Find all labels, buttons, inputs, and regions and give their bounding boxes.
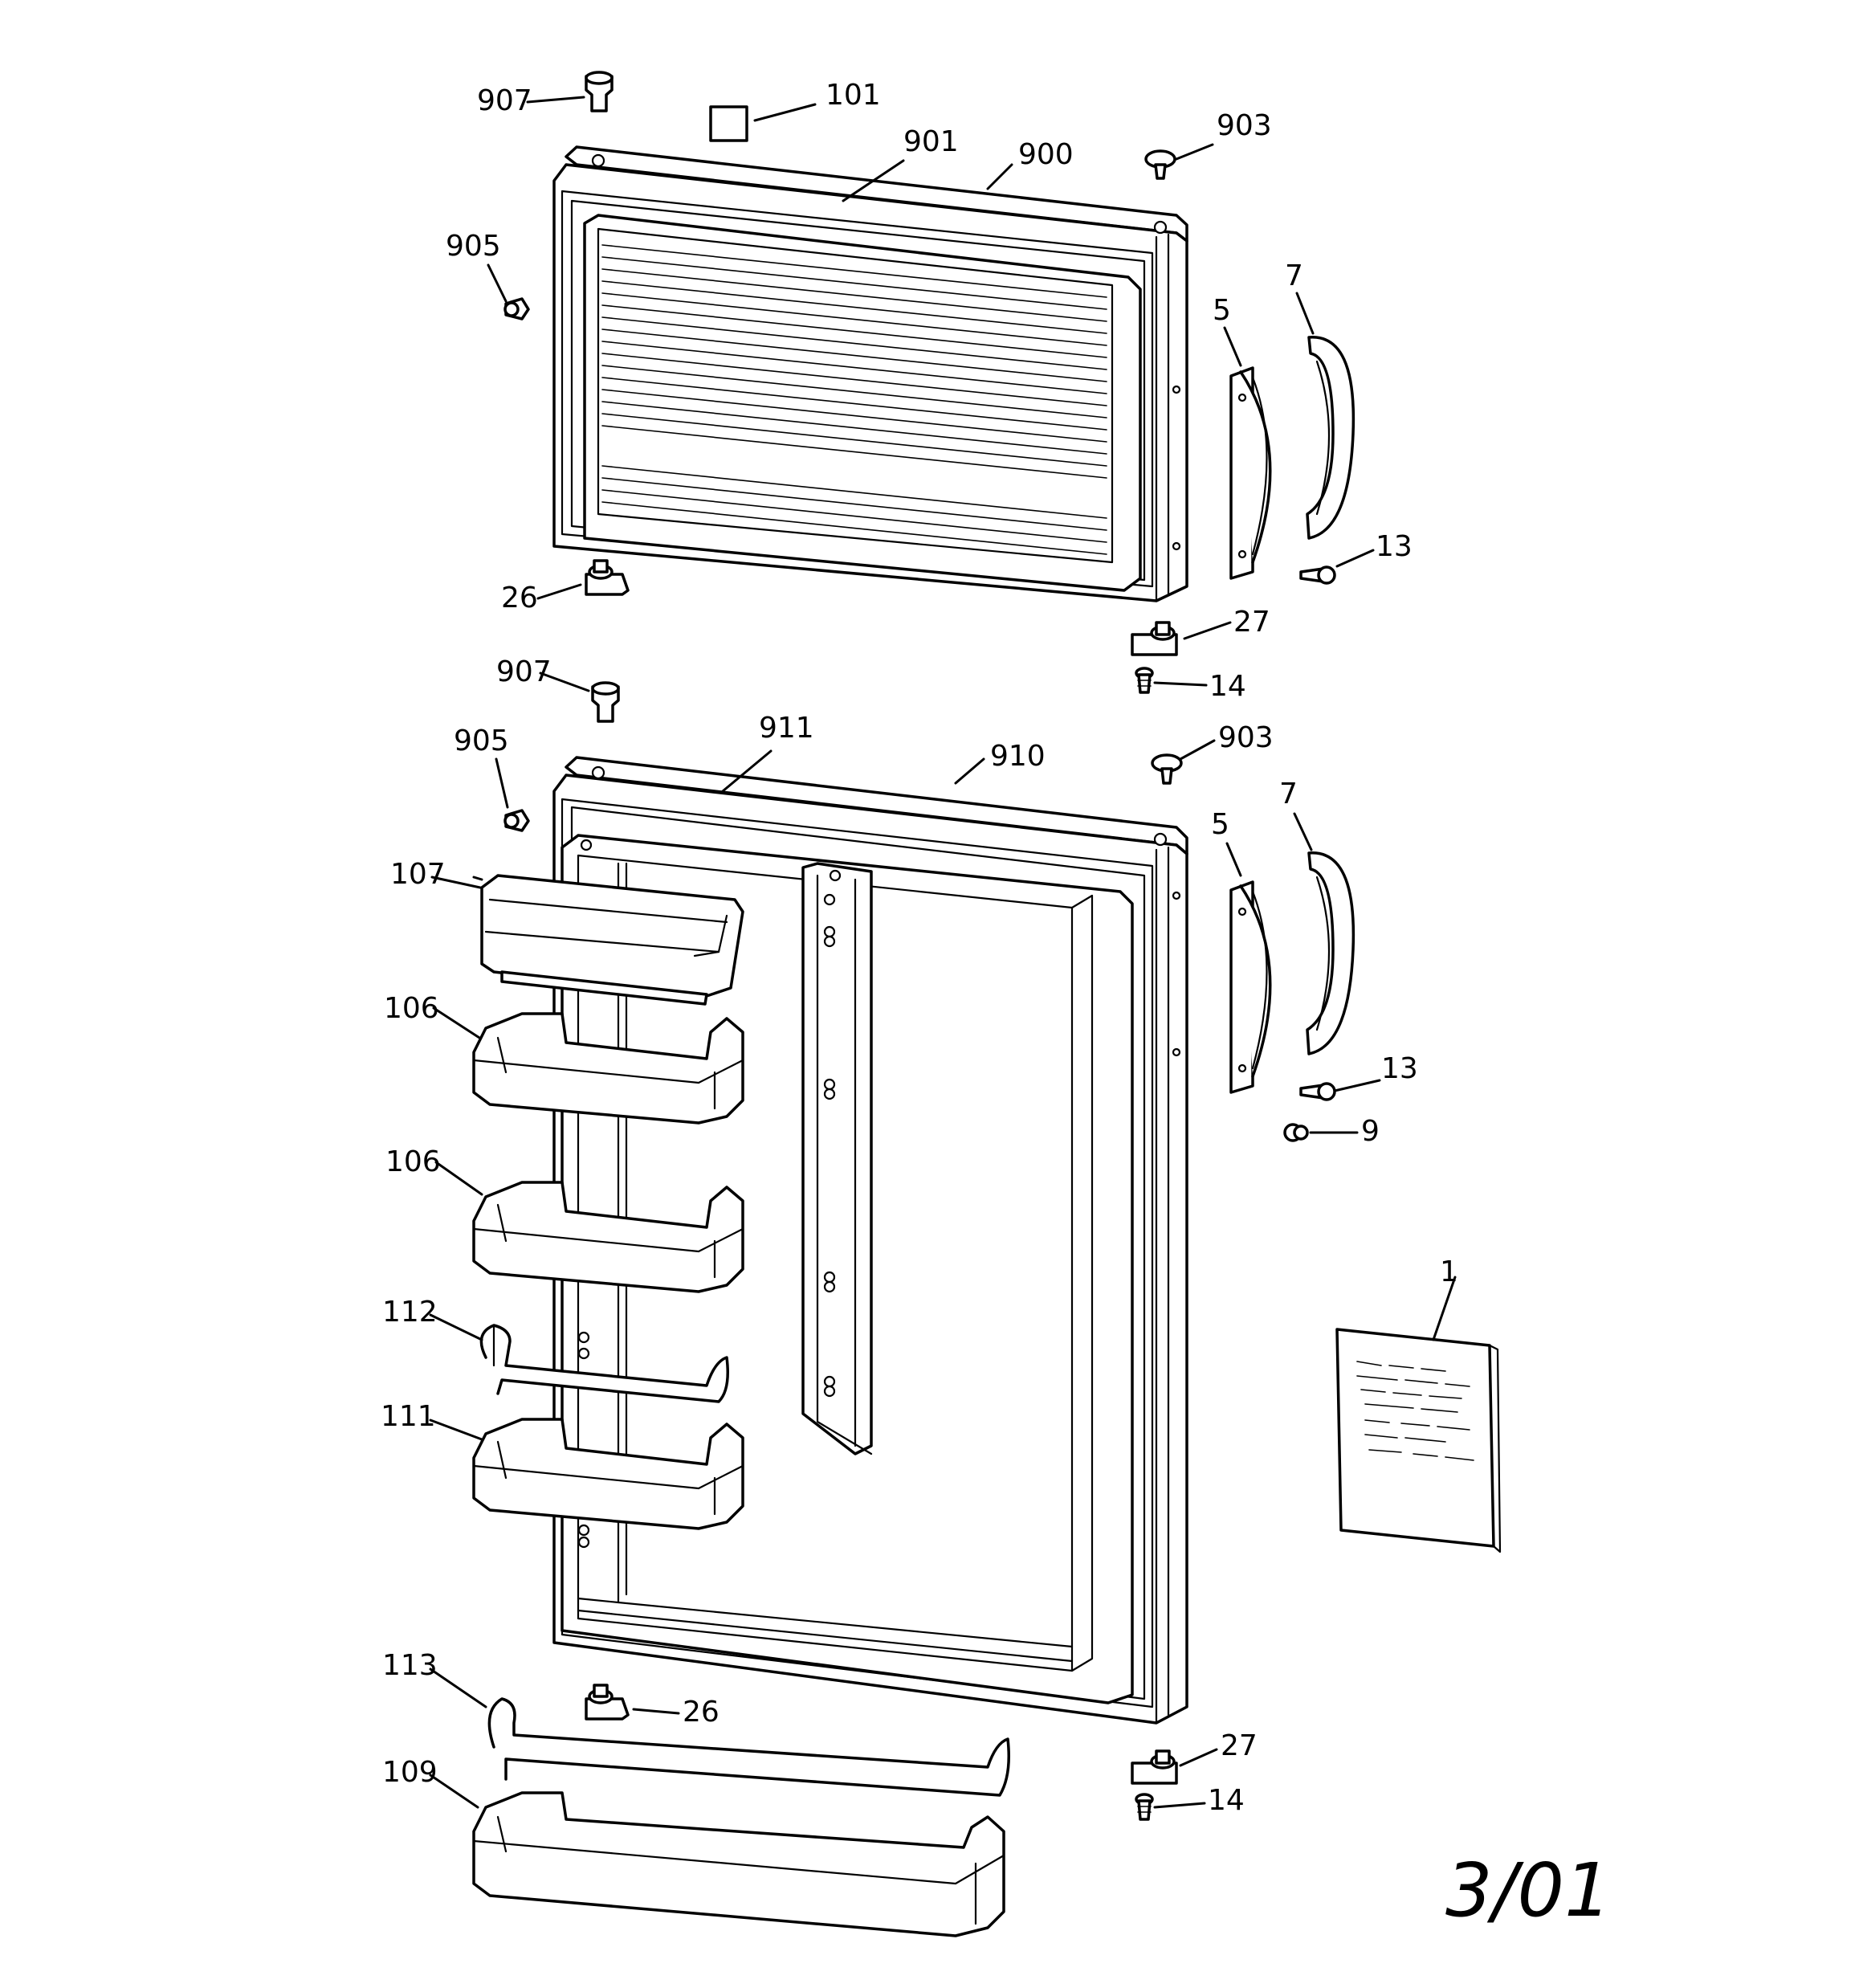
handle-5-top-icon — [1229, 366, 1272, 580]
callout-9: 9 — [1361, 1115, 1380, 1148]
pin-905-bottom-icon — [503, 809, 530, 832]
callout-106-lower: 106 — [385, 1145, 441, 1178]
callout-903-top: 903 — [1217, 109, 1272, 142]
callout-7-bottom: 7 — [1279, 778, 1298, 810]
screw-14-top-icon — [1135, 667, 1154, 694]
shelf-bar-112-icon — [479, 1324, 729, 1403]
door-bin-106-lower-icon — [472, 1181, 744, 1293]
revision-stamp: 3/01 — [1445, 1847, 1612, 1933]
callout-905-top: 905 — [446, 230, 501, 263]
callout-106-upper: 106 — [384, 992, 439, 1025]
callout-5-bottom: 5 — [1211, 808, 1229, 841]
owners-manual-1-icon — [1335, 1328, 1502, 1553]
callout-101: 101 — [826, 79, 881, 112]
callout-907-top: 907 — [477, 84, 532, 117]
callout-13-top: 13 — [1376, 530, 1413, 563]
callout-13-bottom: 13 — [1381, 1052, 1418, 1085]
callout-903-bottom: 903 — [1218, 721, 1274, 754]
hinge-27-bottom-icon — [1131, 1749, 1178, 1785]
shelf-bar-113-icon — [487, 1697, 1010, 1797]
callout-910: 910 — [990, 740, 1046, 773]
door-bin-109-icon — [472, 1791, 1005, 1937]
freezer-panel-hatching — [601, 244, 1107, 555]
door-bin-106-upper-icon — [472, 1012, 744, 1125]
screw-13-bottom-icon — [1299, 1082, 1336, 1101]
callout-leaders — [429, 96, 1457, 1809]
callout-107: 107 — [390, 858, 446, 891]
callout-113: 113 — [382, 1649, 438, 1682]
screw-13-top-icon — [1299, 565, 1336, 585]
callout-26-top: 26 — [501, 582, 538, 614]
callout-111: 111 — [381, 1400, 436, 1433]
callout-1: 1 — [1440, 1255, 1458, 1288]
callout-27-bottom: 27 — [1221, 1729, 1258, 1762]
callout-27-top: 27 — [1233, 606, 1270, 639]
handle-7-top-icon — [1306, 336, 1355, 540]
callout-907-bottom: 907 — [496, 655, 552, 688]
washer-9-icon — [1283, 1123, 1309, 1142]
callout-901: 901 — [903, 125, 959, 158]
stud-903-top-icon — [1144, 149, 1176, 180]
pin-905-top-icon — [503, 297, 530, 320]
handle-5-bottom-icon — [1229, 880, 1272, 1094]
callout-109: 109 — [382, 1756, 438, 1789]
screw-14-bottom-icon — [1135, 1793, 1154, 1821]
hinge-26-top-icon — [585, 559, 630, 596]
callout-14-bottom: 14 — [1208, 1784, 1245, 1817]
callout-5-top: 5 — [1213, 294, 1231, 327]
dairy-compartment-107-icon — [480, 874, 744, 1006]
cap-101-icon — [709, 105, 748, 142]
hinge-27-top-icon — [1131, 621, 1178, 656]
callout-26-bottom: 26 — [683, 1696, 720, 1729]
plug-907-bottom-icon — [591, 681, 620, 723]
callout-7-top: 7 — [1285, 259, 1303, 292]
plug-907-top-icon — [585, 71, 614, 112]
freezer-door — [552, 145, 1188, 602]
callout-905-bottom: 905 — [454, 725, 509, 757]
hinge-26-bottom-icon — [585, 1684, 630, 1721]
stud-903-bottom-icon — [1151, 753, 1183, 785]
callout-112: 112 — [382, 1296, 438, 1329]
callout-911: 911 — [759, 712, 814, 745]
door-bin-111-icon — [472, 1418, 744, 1530]
callout-900: 900 — [1018, 138, 1074, 171]
callout-14-top: 14 — [1209, 670, 1246, 703]
handle-7-bottom-icon — [1306, 851, 1355, 1055]
